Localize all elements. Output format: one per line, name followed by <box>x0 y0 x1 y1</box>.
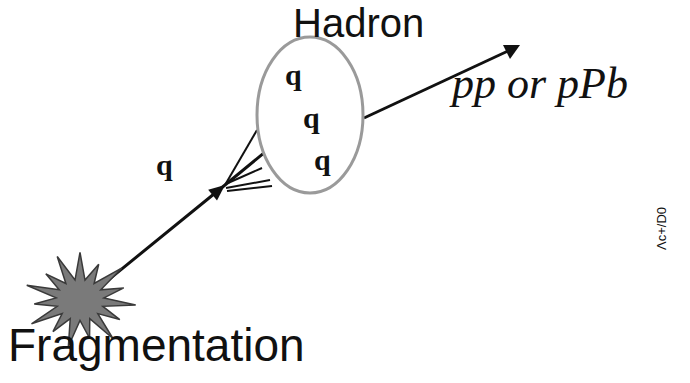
connector-path <box>104 153 264 284</box>
arrow-head <box>503 45 520 59</box>
quark-label: q <box>303 103 320 133</box>
axis-title-fragment: Λc+/D0 <box>655 207 668 250</box>
quark-lines <box>225 130 272 191</box>
quark-label: q <box>156 150 173 180</box>
hadron-outline <box>257 37 363 193</box>
collision-system: pp or pPb <box>452 62 628 106</box>
quark-line <box>227 186 272 191</box>
quark-label: q <box>314 145 331 175</box>
hadron-heading: Hadron <box>293 3 424 43</box>
quark-arrow <box>104 153 264 284</box>
hadron-ellipse: Hadronqqq <box>255 35 365 195</box>
quark-label: q <box>285 60 302 90</box>
fragmentation-heading: Fragmentation <box>8 322 305 368</box>
arrow-head <box>208 185 225 201</box>
fragmentation-burst: Fragmentation <box>20 245 140 355</box>
